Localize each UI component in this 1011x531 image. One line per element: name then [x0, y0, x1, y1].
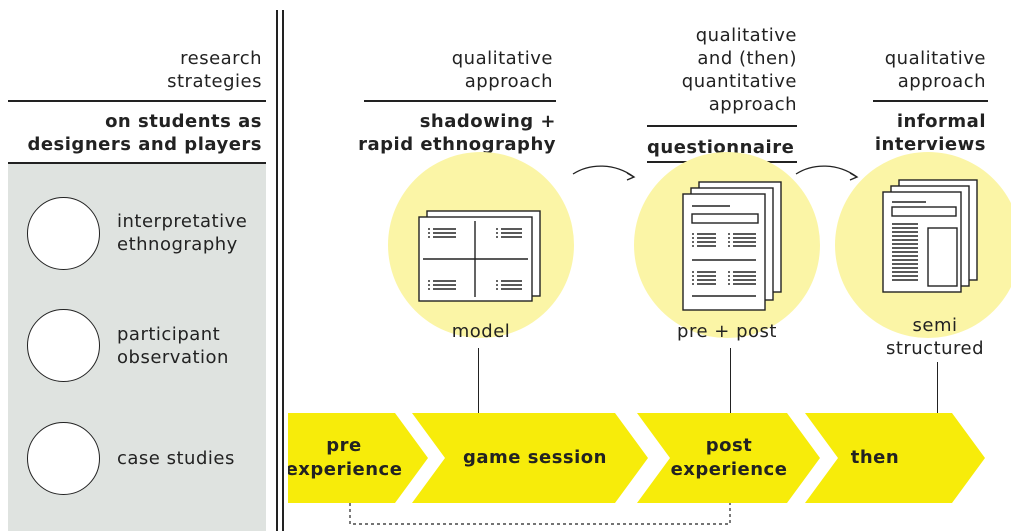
chart-sheets-icon: [418, 210, 541, 302]
subheading-rule: [8, 162, 266, 164]
caption-label: pre + post: [677, 321, 777, 342]
method-label: shadowing + rapid ethnography: [358, 111, 556, 155]
method-label: informal interviews: [874, 111, 986, 155]
heading-rule: [8, 100, 266, 102]
timeline-step-pre-experience: pre experience: [288, 413, 428, 503]
circle-icon: [27, 422, 100, 495]
timeline-step-post-experience: post experience: [637, 413, 820, 503]
strategy-label: participant observation: [117, 324, 229, 368]
circle-icon: [27, 197, 100, 270]
dashed-bracket: [349, 503, 731, 525]
approach-label: qualitative approach: [884, 48, 986, 92]
caption-label: semi structured: [885, 315, 985, 359]
form-sheets-icon: [682, 181, 782, 311]
interview-sheets-icon: [882, 179, 978, 293]
method-label: questionnaire: [647, 137, 795, 158]
circle-icon: [27, 309, 100, 382]
divider-line-right: [282, 10, 284, 531]
timeline-step-game-session: game session: [412, 413, 648, 503]
curved-arrow-icon: [572, 165, 636, 181]
research-strategies-heading: research strategies: [167, 48, 262, 92]
connector-line: [730, 348, 732, 414]
connector-line: [937, 362, 939, 414]
caption-label: model: [451, 321, 511, 342]
approach-rule: [647, 125, 797, 127]
curved-arrow-icon: [795, 165, 859, 181]
strategy-label: interpretative ethnography: [117, 211, 248, 255]
timeline-step-then: then: [805, 413, 985, 503]
approach-label: qualitative and (then) quantitative appr…: [681, 25, 797, 115]
divider-line-left: [276, 10, 278, 531]
approach-label: qualitative approach: [451, 48, 553, 92]
strategy-label: case studies: [117, 448, 235, 469]
approach-rule: [364, 100, 556, 102]
approach-rule: [873, 100, 988, 102]
students-subheading: on students as designers and players: [27, 111, 262, 155]
connector-line: [478, 348, 480, 414]
